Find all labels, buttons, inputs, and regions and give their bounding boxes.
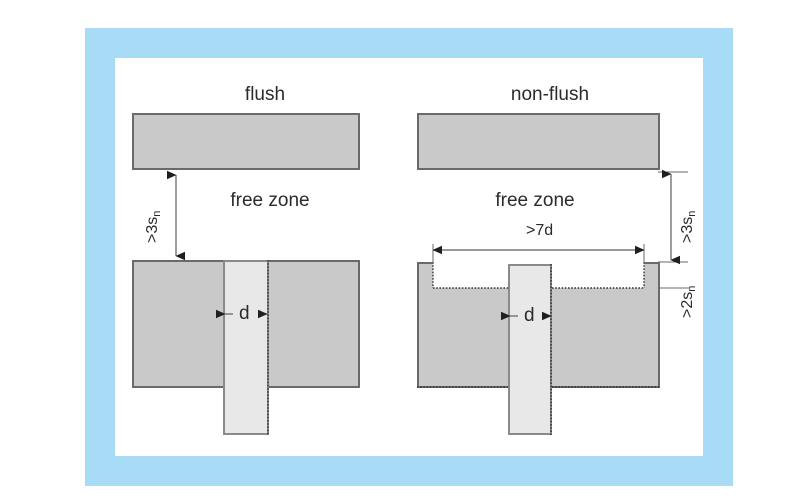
left-centre-post [223, 260, 269, 435]
right-post-width-label: d [524, 305, 535, 326]
right-diagram-title: non-flush [510, 84, 590, 105]
figure-canvas: flush free zone >3sn d non-flush free zo… [115, 58, 703, 456]
left-free-zone-label: free zone [230, 190, 310, 211]
right-upper-target-block [417, 113, 660, 170]
right-recess-width-label: >7d [526, 222, 554, 239]
left-clearance-label: >3sn [144, 210, 163, 243]
right-free-zone-label: free zone [495, 190, 575, 211]
left-upper-target-block [132, 113, 360, 170]
right-centre-post [508, 264, 552, 435]
left-base-block-left [132, 260, 225, 388]
left-post-width-label: d [239, 303, 250, 324]
left-diagram-title: flush [244, 84, 286, 105]
right-recess-depth-label: >2sn [679, 285, 698, 318]
right-clearance-label: >3sn [679, 210, 698, 243]
left-base-block-right [267, 260, 360, 388]
